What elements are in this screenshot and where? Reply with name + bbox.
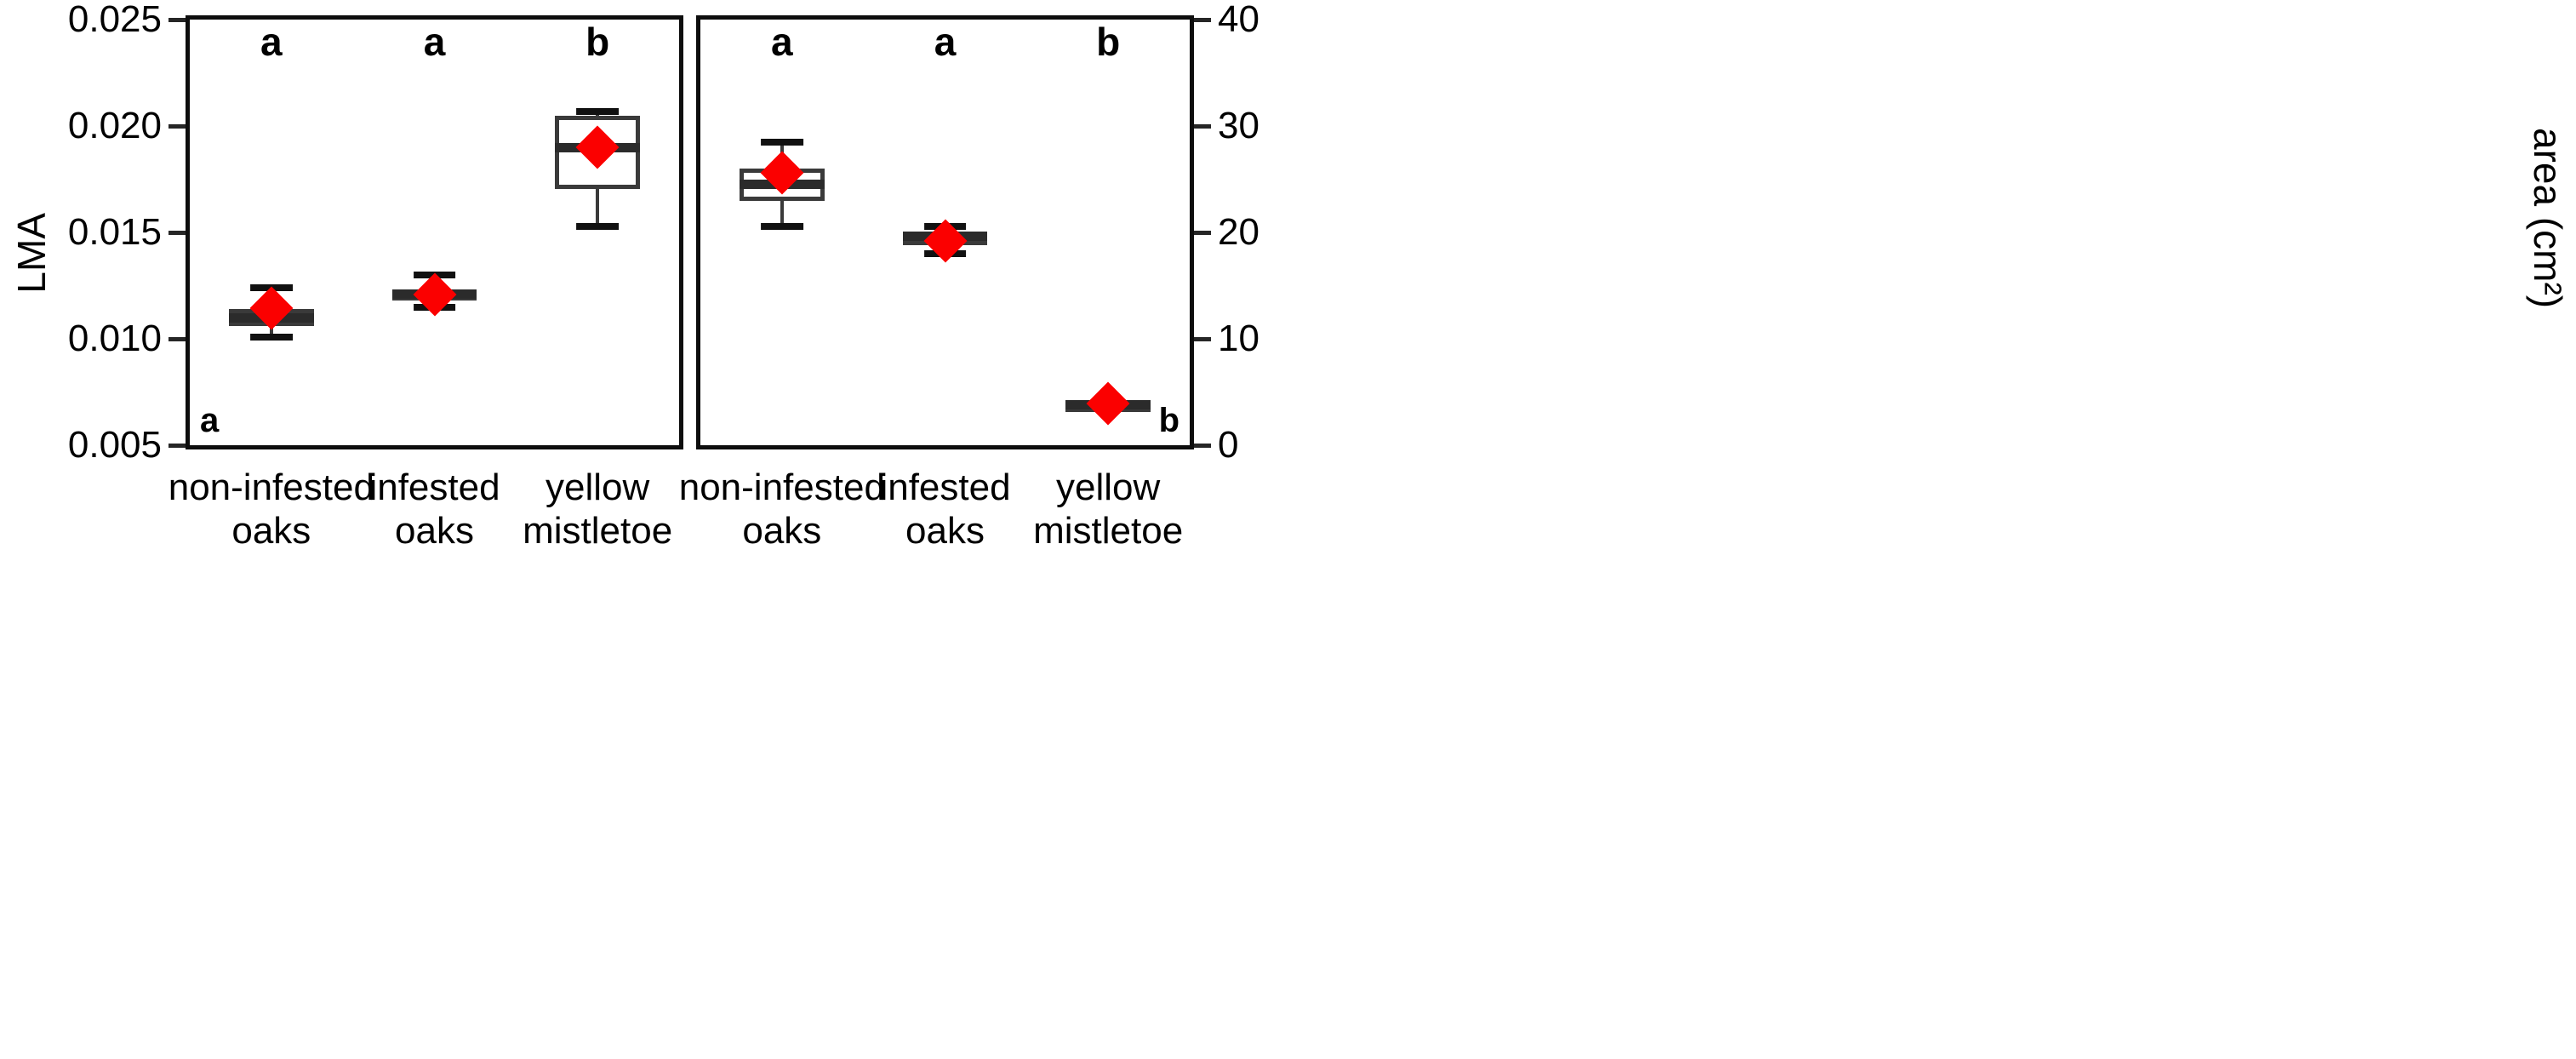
left-axis-tick-label: 0.005	[67, 424, 162, 466]
significance-letter: a	[423, 20, 446, 64]
panel-a: a	[186, 15, 683, 449]
x-tick-line-1: non-infested	[168, 467, 374, 508]
boxplot-whisker-cap	[576, 222, 620, 230]
x-tick-line-1: yellow	[1056, 467, 1161, 508]
x-tick-line-1: infested	[879, 467, 1011, 508]
left-axis-tick-mark	[168, 18, 186, 22]
x-tick-line-2: oaks	[742, 509, 822, 552]
panel-b: b	[696, 15, 1194, 449]
boxplot-whisker	[269, 326, 273, 337]
left-axis-title: LMA	[9, 213, 54, 294]
right-axis-tick-mark	[1194, 18, 1211, 22]
boxplot-whisker	[596, 188, 600, 226]
panel-b-label: b	[1158, 402, 1179, 439]
x-tick-line-2: mistletoe	[1033, 509, 1184, 552]
boxplot-whisker-cap	[576, 107, 620, 115]
left-axis-tick-label: 0.020	[67, 105, 162, 146]
right-axis-tick-label: 40	[1218, 0, 1259, 40]
significance-letter: a	[260, 20, 283, 64]
boxplot-mean-marker	[1086, 381, 1130, 426]
significance-letter: b	[1096, 20, 1121, 64]
left-axis-tick-label: 0.010	[67, 318, 162, 359]
left-axis-tick-label: 0.025	[67, 0, 162, 40]
right-axis-tick-label: 30	[1218, 105, 1259, 146]
x-tick-line-2: oaks	[231, 509, 311, 552]
left-axis-tick-mark	[168, 444, 186, 448]
right-axis-tick-label: 10	[1218, 318, 1259, 359]
left-axis-tick-mark	[168, 231, 186, 235]
significance-letter: b	[585, 20, 610, 64]
boxplot-whisker-cap	[760, 222, 803, 230]
right-axis-tick-mark	[1194, 124, 1211, 129]
x-tick-line-2: oaks	[905, 509, 985, 552]
x-tick-line-1: yellow	[545, 467, 650, 508]
right-axis-tick-mark	[1194, 337, 1211, 341]
panel-a-plot-area	[190, 20, 679, 445]
significance-letter: a	[771, 20, 793, 64]
x-tick-line-1: non-infested	[678, 467, 885, 508]
boxplot-whisker-cap	[249, 333, 293, 341]
panel-b-plot-area	[700, 20, 1190, 445]
significance-letter: a	[934, 20, 957, 64]
x-tick-line-2: oaks	[395, 509, 474, 552]
right-axis-tick-label: 0	[1218, 424, 1239, 466]
right-axis-title: area (cm²)	[2526, 128, 2570, 309]
boxplot-whisker-cap	[760, 138, 803, 146]
right-axis-tick-label: 20	[1218, 211, 1259, 253]
left-axis-tick-mark	[168, 337, 186, 341]
panel-a-label: a	[200, 402, 220, 439]
boxplot-whisker	[780, 200, 784, 226]
x-tick-line-2: mistletoe	[523, 509, 673, 552]
x-tick-line-1: infested	[368, 467, 500, 508]
right-axis-tick-mark	[1194, 444, 1211, 448]
left-axis-tick-mark	[168, 124, 186, 129]
left-axis-tick-label: 0.015	[67, 211, 162, 253]
right-axis-tick-mark	[1194, 231, 1211, 235]
